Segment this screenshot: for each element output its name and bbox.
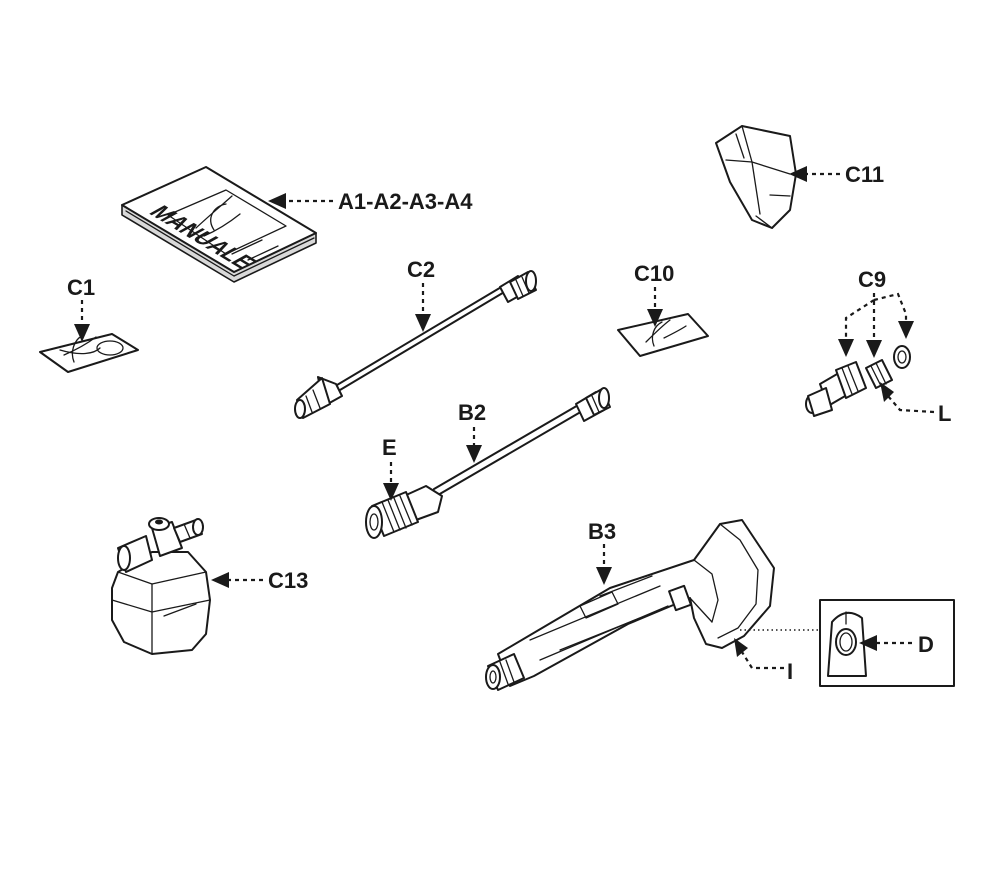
label-manual-a1-a4: A1-A2-A3-A4 (338, 189, 473, 214)
leader-c1 (74, 300, 90, 342)
label-c11: C11 (845, 162, 884, 187)
label-l: L (938, 401, 951, 426)
part-c10-bag (617, 313, 709, 357)
leader-c10 (647, 287, 663, 327)
label-i: I (787, 659, 793, 684)
label-c2: C2 (407, 257, 435, 282)
manual-booklet: MANUALE (121, 166, 317, 283)
leader-c13 (211, 572, 263, 588)
leader-manual (268, 193, 333, 209)
label-c9: C9 (858, 267, 886, 292)
leader-c2 (415, 283, 431, 332)
leader-c11 (789, 166, 840, 182)
label-e: E (382, 435, 397, 460)
leader-b2 (466, 427, 482, 463)
leader-d (859, 635, 912, 651)
part-c9-coupling (805, 345, 911, 417)
label-c13: C13 (268, 568, 308, 593)
part-b2-lance (365, 387, 611, 539)
leader-i (734, 638, 784, 670)
leader-e (383, 462, 399, 501)
label-c1: C1 (67, 275, 95, 300)
part-c1-bag (39, 333, 139, 373)
part-c2-lance (294, 270, 537, 419)
leader-b3 (596, 544, 612, 585)
leader-c9 (838, 292, 914, 358)
leader-l (880, 382, 935, 414)
part-c11-holder (715, 125, 797, 229)
part-b3-spray-gun (485, 519, 775, 691)
label-c10: C10 (634, 261, 674, 286)
label-d: D (918, 632, 934, 657)
label-b3: B3 (588, 519, 616, 544)
label-b2: B2 (458, 400, 486, 425)
part-c13-bottle (111, 517, 211, 655)
